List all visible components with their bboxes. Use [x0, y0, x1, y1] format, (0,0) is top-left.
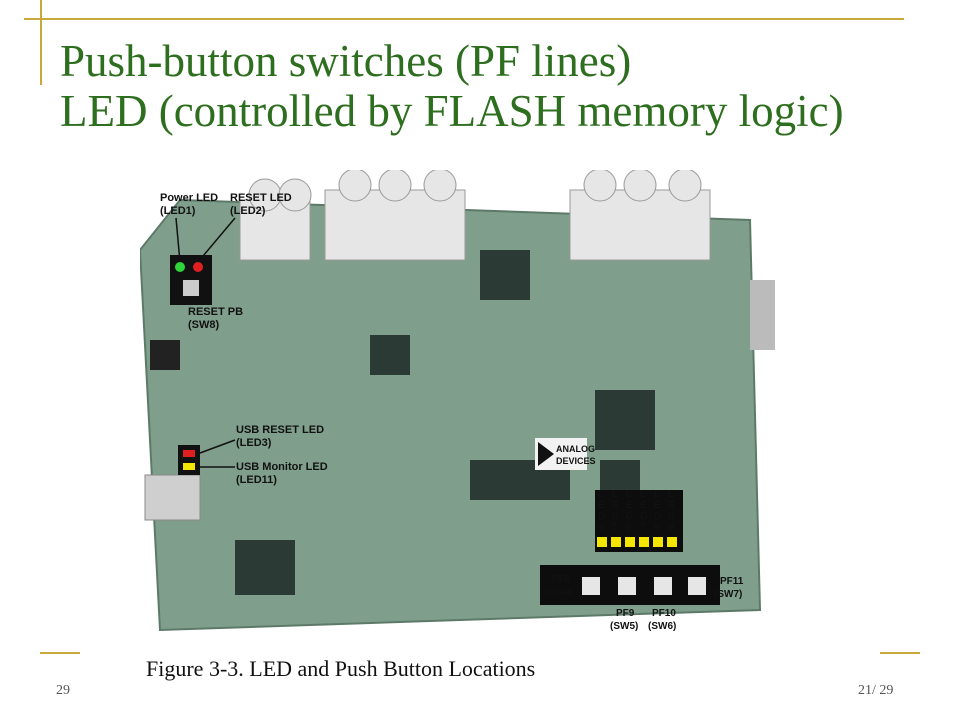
label-usb-reset-led: USB RESET LED	[236, 424, 324, 436]
label-pf11: PF11	[720, 576, 744, 587]
footer-left: 29	[56, 683, 70, 698]
serial-connector	[750, 280, 775, 350]
label-reset-pb: RESET PB	[188, 306, 243, 318]
usb-monitor-led	[183, 463, 195, 470]
pf9-button[interactable]	[618, 577, 636, 595]
figure-caption: Figure 3-3. LED and Push Button Location…	[146, 656, 536, 681]
analog-devices-logo-icon	[538, 442, 554, 466]
label-usb-monitor-led: USB Monitor LED	[236, 461, 328, 473]
led-led5	[611, 537, 621, 547]
led-led7	[639, 537, 649, 547]
label-pf9-sw: (SW5)	[610, 621, 638, 632]
bottom-right-rule	[880, 652, 920, 654]
usb-connector	[144, 474, 201, 521]
label-pf10: PF10	[652, 608, 676, 619]
title-line-1: Push-button switches (PF lines)	[60, 36, 632, 86]
logo-line1: ANALOG	[556, 444, 595, 454]
power-jack	[150, 340, 180, 370]
pf10-button[interactable]	[654, 577, 672, 595]
label-power-led-id: (LED1)	[160, 205, 196, 217]
label-usb-monitor-led-id: (LED11)	[236, 474, 277, 486]
pushbuttons	[582, 577, 706, 595]
label-pf8-sw: (SW4)	[545, 587, 573, 598]
label-pf8: PF8	[552, 574, 571, 585]
slide-number: 21/ 29	[858, 683, 894, 698]
label-usb-reset-led-id: (LED3)	[236, 437, 272, 449]
led-led4	[597, 537, 607, 547]
usb-reset-leader	[199, 439, 236, 454]
pf8-button[interactable]	[582, 577, 600, 595]
label-pf10-sw: (SW6)	[648, 621, 676, 632]
power-led-leader	[175, 217, 181, 263]
logo-line2: DEVICES	[556, 456, 596, 466]
pf11-button[interactable]	[688, 577, 706, 595]
usb-reset-led	[183, 450, 195, 457]
reset-pushbutton[interactable]	[183, 280, 199, 296]
slide-title: Push-button switches (PF lines) LED (con…	[60, 36, 940, 136]
reset-led-leader	[197, 217, 236, 263]
power-led	[175, 262, 185, 272]
ic-chips	[235, 250, 655, 595]
top-rule	[24, 18, 904, 20]
board-image: ANALOG DEVICES Power LED (LED1) RESET LE…	[138, 168, 775, 632]
audio-connectors	[239, 168, 711, 261]
led-bar-row	[597, 537, 677, 547]
label-reset-led: RESET LED	[230, 192, 292, 204]
label-pf11-sw: (SW7)	[714, 589, 742, 600]
left-rule	[40, 0, 42, 85]
label-pf9: PF9	[616, 608, 635, 619]
label-reset-pb-id: (SW8)	[188, 319, 220, 331]
led-led8	[653, 537, 663, 547]
title-line-2: LED (controlled by FLASH memory logic)	[60, 86, 844, 136]
reset-led	[193, 262, 203, 272]
board-figure: ANALOG DEVICES Power LED (LED1) RESET LE…	[138, 168, 780, 640]
led-led6	[625, 537, 635, 547]
label-power-led: Power LED	[160, 192, 218, 204]
led-led9	[667, 537, 677, 547]
usb-led-cluster	[178, 445, 200, 475]
bottom-left-rule	[40, 652, 80, 654]
label-reset-led-id: (LED2)	[230, 205, 266, 217]
